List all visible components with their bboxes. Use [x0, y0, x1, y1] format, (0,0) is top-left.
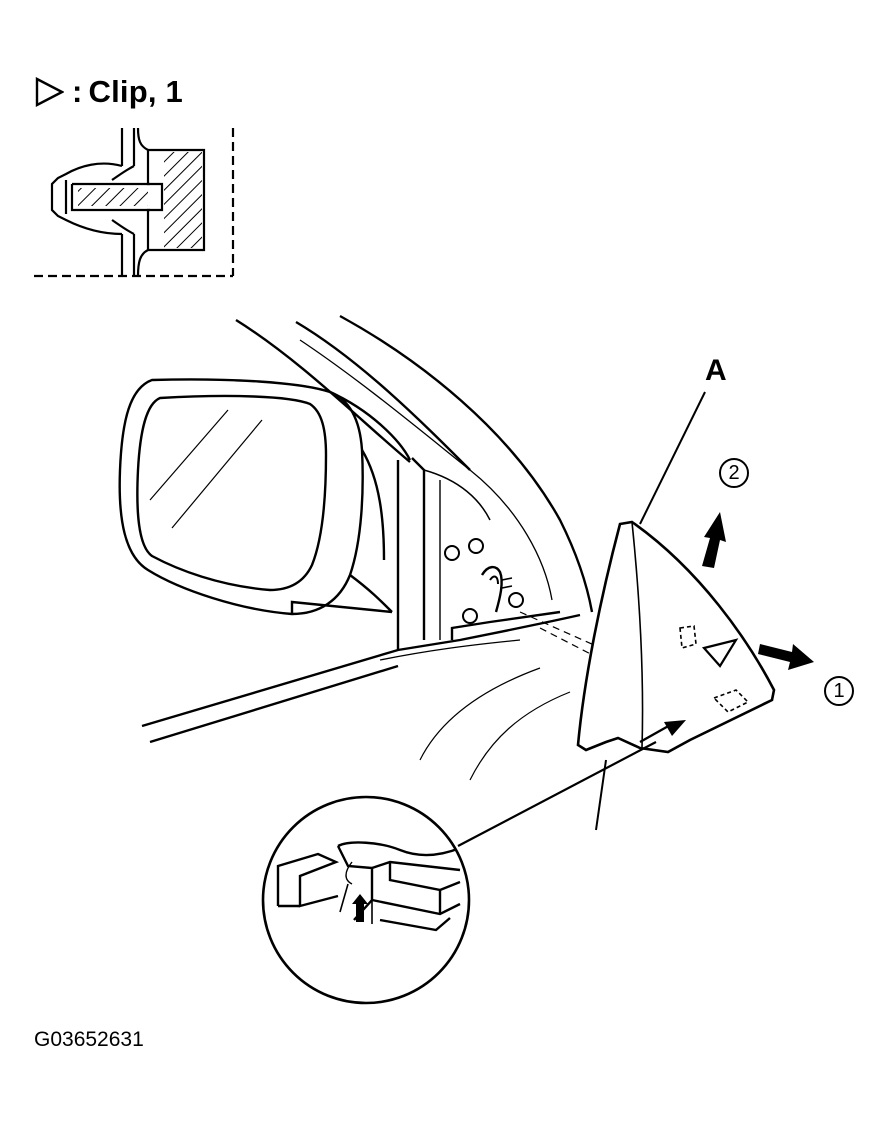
mount-bolts — [444, 538, 524, 624]
door-frame — [141, 314, 594, 781]
step-1-marker: 1 — [824, 676, 854, 706]
zoom-detail — [261, 795, 471, 1005]
figure-code: G03652631 — [34, 1028, 144, 1051]
thick-arrow-up-icon — [702, 512, 726, 568]
leader-line-zoom — [457, 741, 657, 847]
legend-text: Clip, 1 — [88, 74, 183, 109]
legend: : Clip, 1 — [34, 74, 183, 110]
clip-section-detail — [34, 127, 235, 278]
legend-separator: : — [72, 74, 83, 109]
part-a-label: A — [705, 354, 727, 387]
mirror-cover-a — [576, 520, 776, 754]
thick-arrow-right-icon — [758, 644, 814, 670]
leader-line-tab — [595, 759, 607, 831]
door-mirror — [118, 378, 412, 616]
step-2-marker: 2 — [719, 458, 749, 488]
triangle-outline-icon — [35, 77, 64, 107]
leader-line-a — [639, 391, 706, 525]
